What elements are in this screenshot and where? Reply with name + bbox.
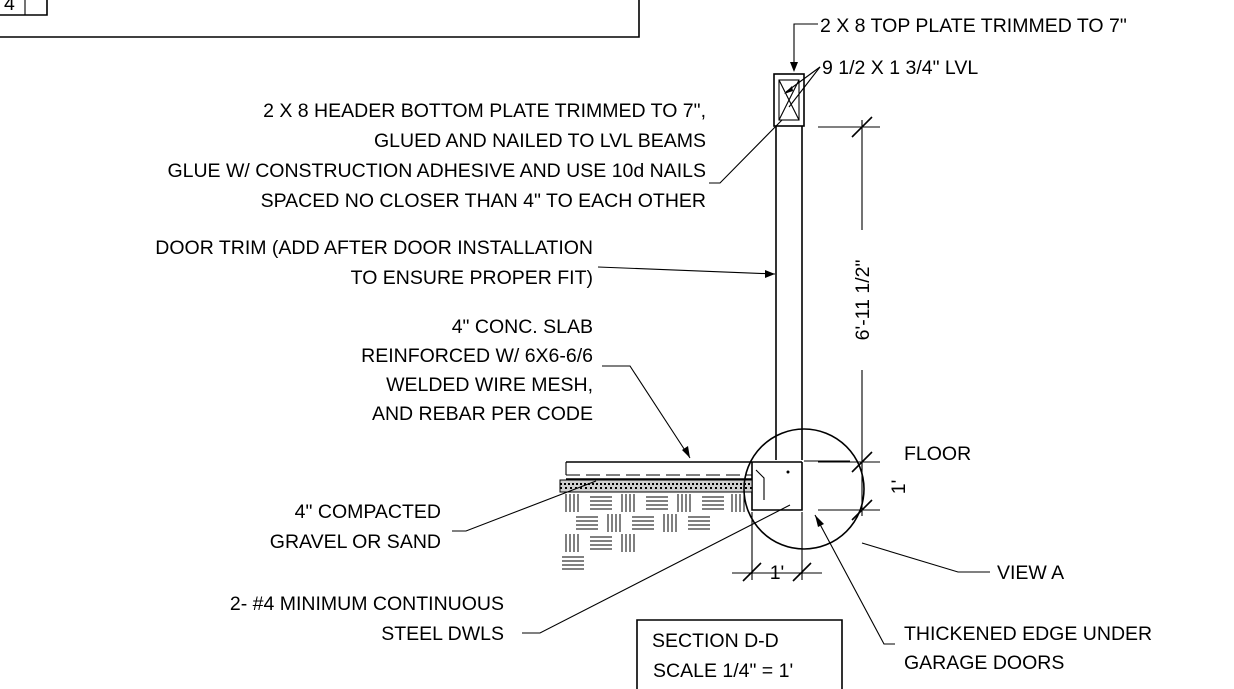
callout-lvl: 9 1/2 X 1 3/4" LVL — [822, 57, 978, 79]
section-label-box: SECTION D-D SCALE 1/4" = 1' — [636, 619, 843, 689]
title-block-fragment: 4 — [0, 0, 640, 38]
callout-header-line-1: 2 X 8 HEADER BOTTOM PLATE TRIMMED TO 7", — [263, 100, 706, 122]
callout-thickened-line-2: GARAGE DOORS — [904, 652, 1064, 674]
callout-floor: FLOOR — [904, 443, 971, 465]
concrete-slab — [565, 461, 803, 511]
leader-lines — [452, 23, 990, 645]
callout-door-trim-line-1: DOOR TRIM (ADD AFTER DOOR INSTALLATION — [155, 237, 593, 259]
callout-header-line-4: SPACED NO CLOSER THAN 4" TO EACH OTHER — [261, 190, 706, 212]
dimension-footing-depth-text: 1' — [888, 480, 910, 495]
callout-header-bottom-plate: 2 X 8 HEADER BOTTOM PLATE TRIMMED TO 7",… — [167, 100, 706, 212]
header-assembly — [773, 73, 805, 127]
earth-hatch — [562, 494, 745, 570]
view-a-circle — [743, 428, 865, 550]
section-title: SECTION D-D — [652, 630, 779, 652]
callout-dowels-line-2: STEEL DWLS — [381, 623, 504, 645]
callout-slab-line-2: REINFORCED W/ 6X6-6/6 — [361, 345, 593, 367]
dimension-footing-width-text: 1' — [770, 562, 785, 584]
title-block-number: 4 — [4, 0, 15, 15]
callout-gravel: 4" COMPACTED GRAVEL OR SAND — [270, 501, 441, 553]
callout-thickened-line-1: THICKENED EDGE UNDER — [904, 623, 1152, 645]
callout-slab-line-4: AND REBAR PER CODE — [372, 403, 593, 425]
callout-slab-line-1: 4" CONC. SLAB — [452, 316, 593, 338]
callout-gravel-line-2: GRAVEL OR SAND — [270, 531, 441, 553]
callout-view-a: VIEW A — [997, 562, 1064, 584]
callout-slab-line-3: WELDED WIRE MESH, — [386, 374, 593, 396]
callout-gravel-line-1: 4" COMPACTED — [295, 501, 441, 523]
door-jamb — [775, 126, 803, 460]
callout-header-line-2: GLUED AND NAILED TO LVL BEAMS — [374, 130, 706, 152]
gravel-layer — [559, 479, 753, 493]
dimension-opening-height-text: 6'-11 1/2" — [852, 260, 874, 341]
dimension-footing-width: 1' — [732, 512, 822, 584]
callout-top-plate: 2 X 8 TOP PLATE TRIMMED TO 7" — [820, 15, 1127, 37]
dimension-footing-depth: 1' — [818, 462, 910, 521]
callout-dowels-line-1: 2- #4 MINIMUM CONTINUOUS — [230, 593, 504, 615]
section-scale: SCALE 1/4" = 1' — [653, 660, 793, 682]
dimension-opening-height: 6'-11 1/2" — [818, 116, 880, 473]
callout-door-trim-line-2: TO ENSURE PROPER FIT) — [351, 267, 593, 289]
lvl-beam — [773, 73, 805, 127]
callout-thickened-edge: THICKENED EDGE UNDER GARAGE DOORS — [904, 623, 1152, 674]
callout-header-line-3: GLUE W/ CONSTRUCTION ADHESIVE AND USE 10… — [167, 160, 706, 182]
callout-dowels: 2- #4 MINIMUM CONTINUOUS STEEL DWLS — [230, 593, 504, 645]
callout-door-trim: DOOR TRIM (ADD AFTER DOOR INSTALLATION T… — [155, 237, 593, 289]
callout-slab: 4" CONC. SLAB REINFORCED W/ 6X6-6/6 WELD… — [361, 316, 593, 425]
